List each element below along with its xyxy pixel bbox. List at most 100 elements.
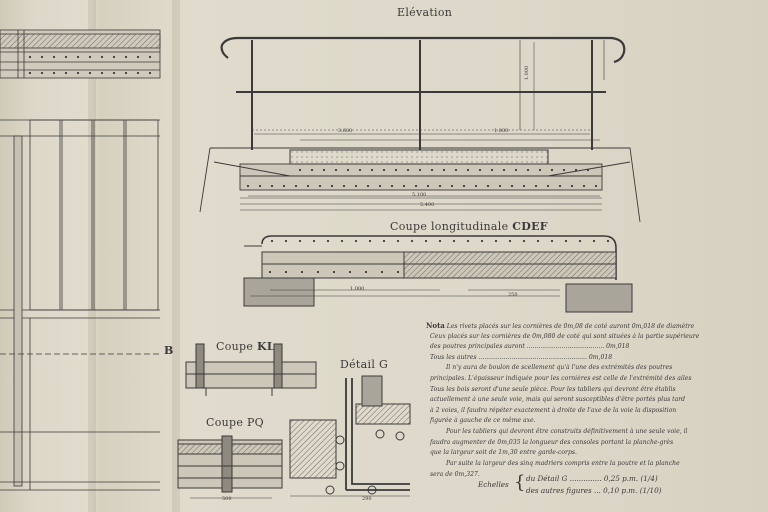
rivet <box>354 239 358 243</box>
scale-others-text: des autres figures ... 0,10 p.m. <box>526 486 638 495</box>
dim-small-b: 290 <box>362 496 372 502</box>
section-kl <box>185 343 317 396</box>
rivet <box>100 71 104 75</box>
rivet <box>40 71 44 75</box>
rivet <box>450 184 454 188</box>
rivet <box>310 168 314 172</box>
rivet <box>564 239 568 243</box>
dim-cdef-len: 1.000 <box>350 286 365 292</box>
rivet <box>346 168 350 172</box>
rivet <box>592 239 596 243</box>
rivet <box>340 239 344 243</box>
rivet <box>380 270 384 274</box>
note-line-14: sera de 0m,327. <box>430 471 480 478</box>
rivet <box>270 239 274 243</box>
scale-detail-ratio: (1/4) <box>640 474 658 483</box>
rivet <box>348 270 352 274</box>
section-kl-prefix: Coupe <box>216 340 257 353</box>
dim-elev-total: 5.400 <box>420 202 435 208</box>
rivet <box>136 71 140 75</box>
note-line-13: Par suite la largeur des sinq madriers c… <box>446 459 680 467</box>
rivet <box>88 71 92 75</box>
rivet <box>370 168 374 172</box>
rivet <box>100 55 104 59</box>
rivet <box>418 168 422 172</box>
rivet <box>430 168 434 172</box>
section-pq <box>177 435 283 499</box>
scale-others-ratio: (1/10) <box>639 486 662 495</box>
detail-g-title: Détail G <box>340 358 389 371</box>
rivet <box>284 270 288 274</box>
dimension-lines <box>248 42 600 291</box>
rivet <box>562 168 566 172</box>
dim-elev-span: 5.100 <box>412 192 427 198</box>
rivet <box>494 239 498 243</box>
rivet <box>558 184 562 188</box>
rivet <box>52 55 56 59</box>
rivet <box>462 184 466 188</box>
rivet <box>490 168 494 172</box>
notes-heading: Nota <box>426 321 445 330</box>
rivet <box>382 239 386 243</box>
dim-small-a: 500 <box>222 496 232 502</box>
elevation-title: Elévation <box>397 6 453 19</box>
rivet <box>294 184 298 188</box>
rivet <box>594 184 598 188</box>
rivet <box>522 184 526 188</box>
rivet-row <box>246 168 598 188</box>
note-line-11: faudra augmenter de 0m,035 la longueur d… <box>430 438 674 446</box>
rivet <box>406 168 410 172</box>
rivet <box>586 168 590 172</box>
rivet <box>316 270 320 274</box>
rivet <box>546 184 550 188</box>
rivet <box>268 270 272 274</box>
rivet <box>578 239 582 243</box>
rivet <box>424 239 428 243</box>
rivet <box>480 239 484 243</box>
rivet <box>330 184 334 188</box>
rivet <box>364 270 368 274</box>
scale-detail: du Détail G .............. 0,25 p.m. (1/… <box>526 474 658 483</box>
rivet <box>510 184 514 188</box>
rivet <box>88 55 92 59</box>
rivet <box>550 168 554 172</box>
section-cdef-title: Coupe longitudinale CDEF <box>390 220 548 233</box>
railing-elevation <box>199 36 641 223</box>
rivet <box>366 184 370 188</box>
rivet <box>76 55 80 59</box>
rivet-row <box>268 239 610 274</box>
rivet <box>148 71 152 75</box>
rivet <box>486 184 490 188</box>
note-line-9: figurée à gauche de ce même axe. <box>430 417 536 425</box>
scale-detail-text: du Détail G .............. 0,25 p.m. <box>526 474 639 483</box>
rivet <box>378 184 382 188</box>
rivet <box>438 184 442 188</box>
rivet <box>538 168 542 172</box>
note-text: Les rivets placés sur les cornières de 0… <box>446 323 695 330</box>
longitudinal-section-cdef <box>243 235 633 313</box>
rivet <box>514 168 518 172</box>
rivet <box>64 71 68 75</box>
section-cdef-prefix: Coupe longitudinale <box>390 220 513 233</box>
paper-fold <box>172 0 180 512</box>
rivet <box>64 55 68 59</box>
rivet <box>298 239 302 243</box>
rivet <box>306 184 310 188</box>
rivet <box>382 168 386 172</box>
rivet <box>396 270 400 274</box>
rivet <box>536 239 540 243</box>
rivet <box>284 239 288 243</box>
note-line-6: Tous les bois seront d'une seule pièce. … <box>430 385 676 393</box>
rivet <box>40 55 44 59</box>
note-line-2: des poutres principales auront .........… <box>430 343 630 351</box>
rivet <box>148 55 152 59</box>
rivet <box>326 239 330 243</box>
rivet <box>76 71 80 75</box>
rivet <box>498 184 502 188</box>
section-pq-title: Coupe PQ <box>206 416 264 429</box>
section-cdef-letters: CDEF <box>512 220 548 233</box>
scale-others: des autres figures ... 0,10 p.m. (1/10) <box>526 486 661 495</box>
rivet <box>508 239 512 243</box>
rivet <box>606 239 610 243</box>
dim-elev-right: 1.800 <box>494 128 509 134</box>
